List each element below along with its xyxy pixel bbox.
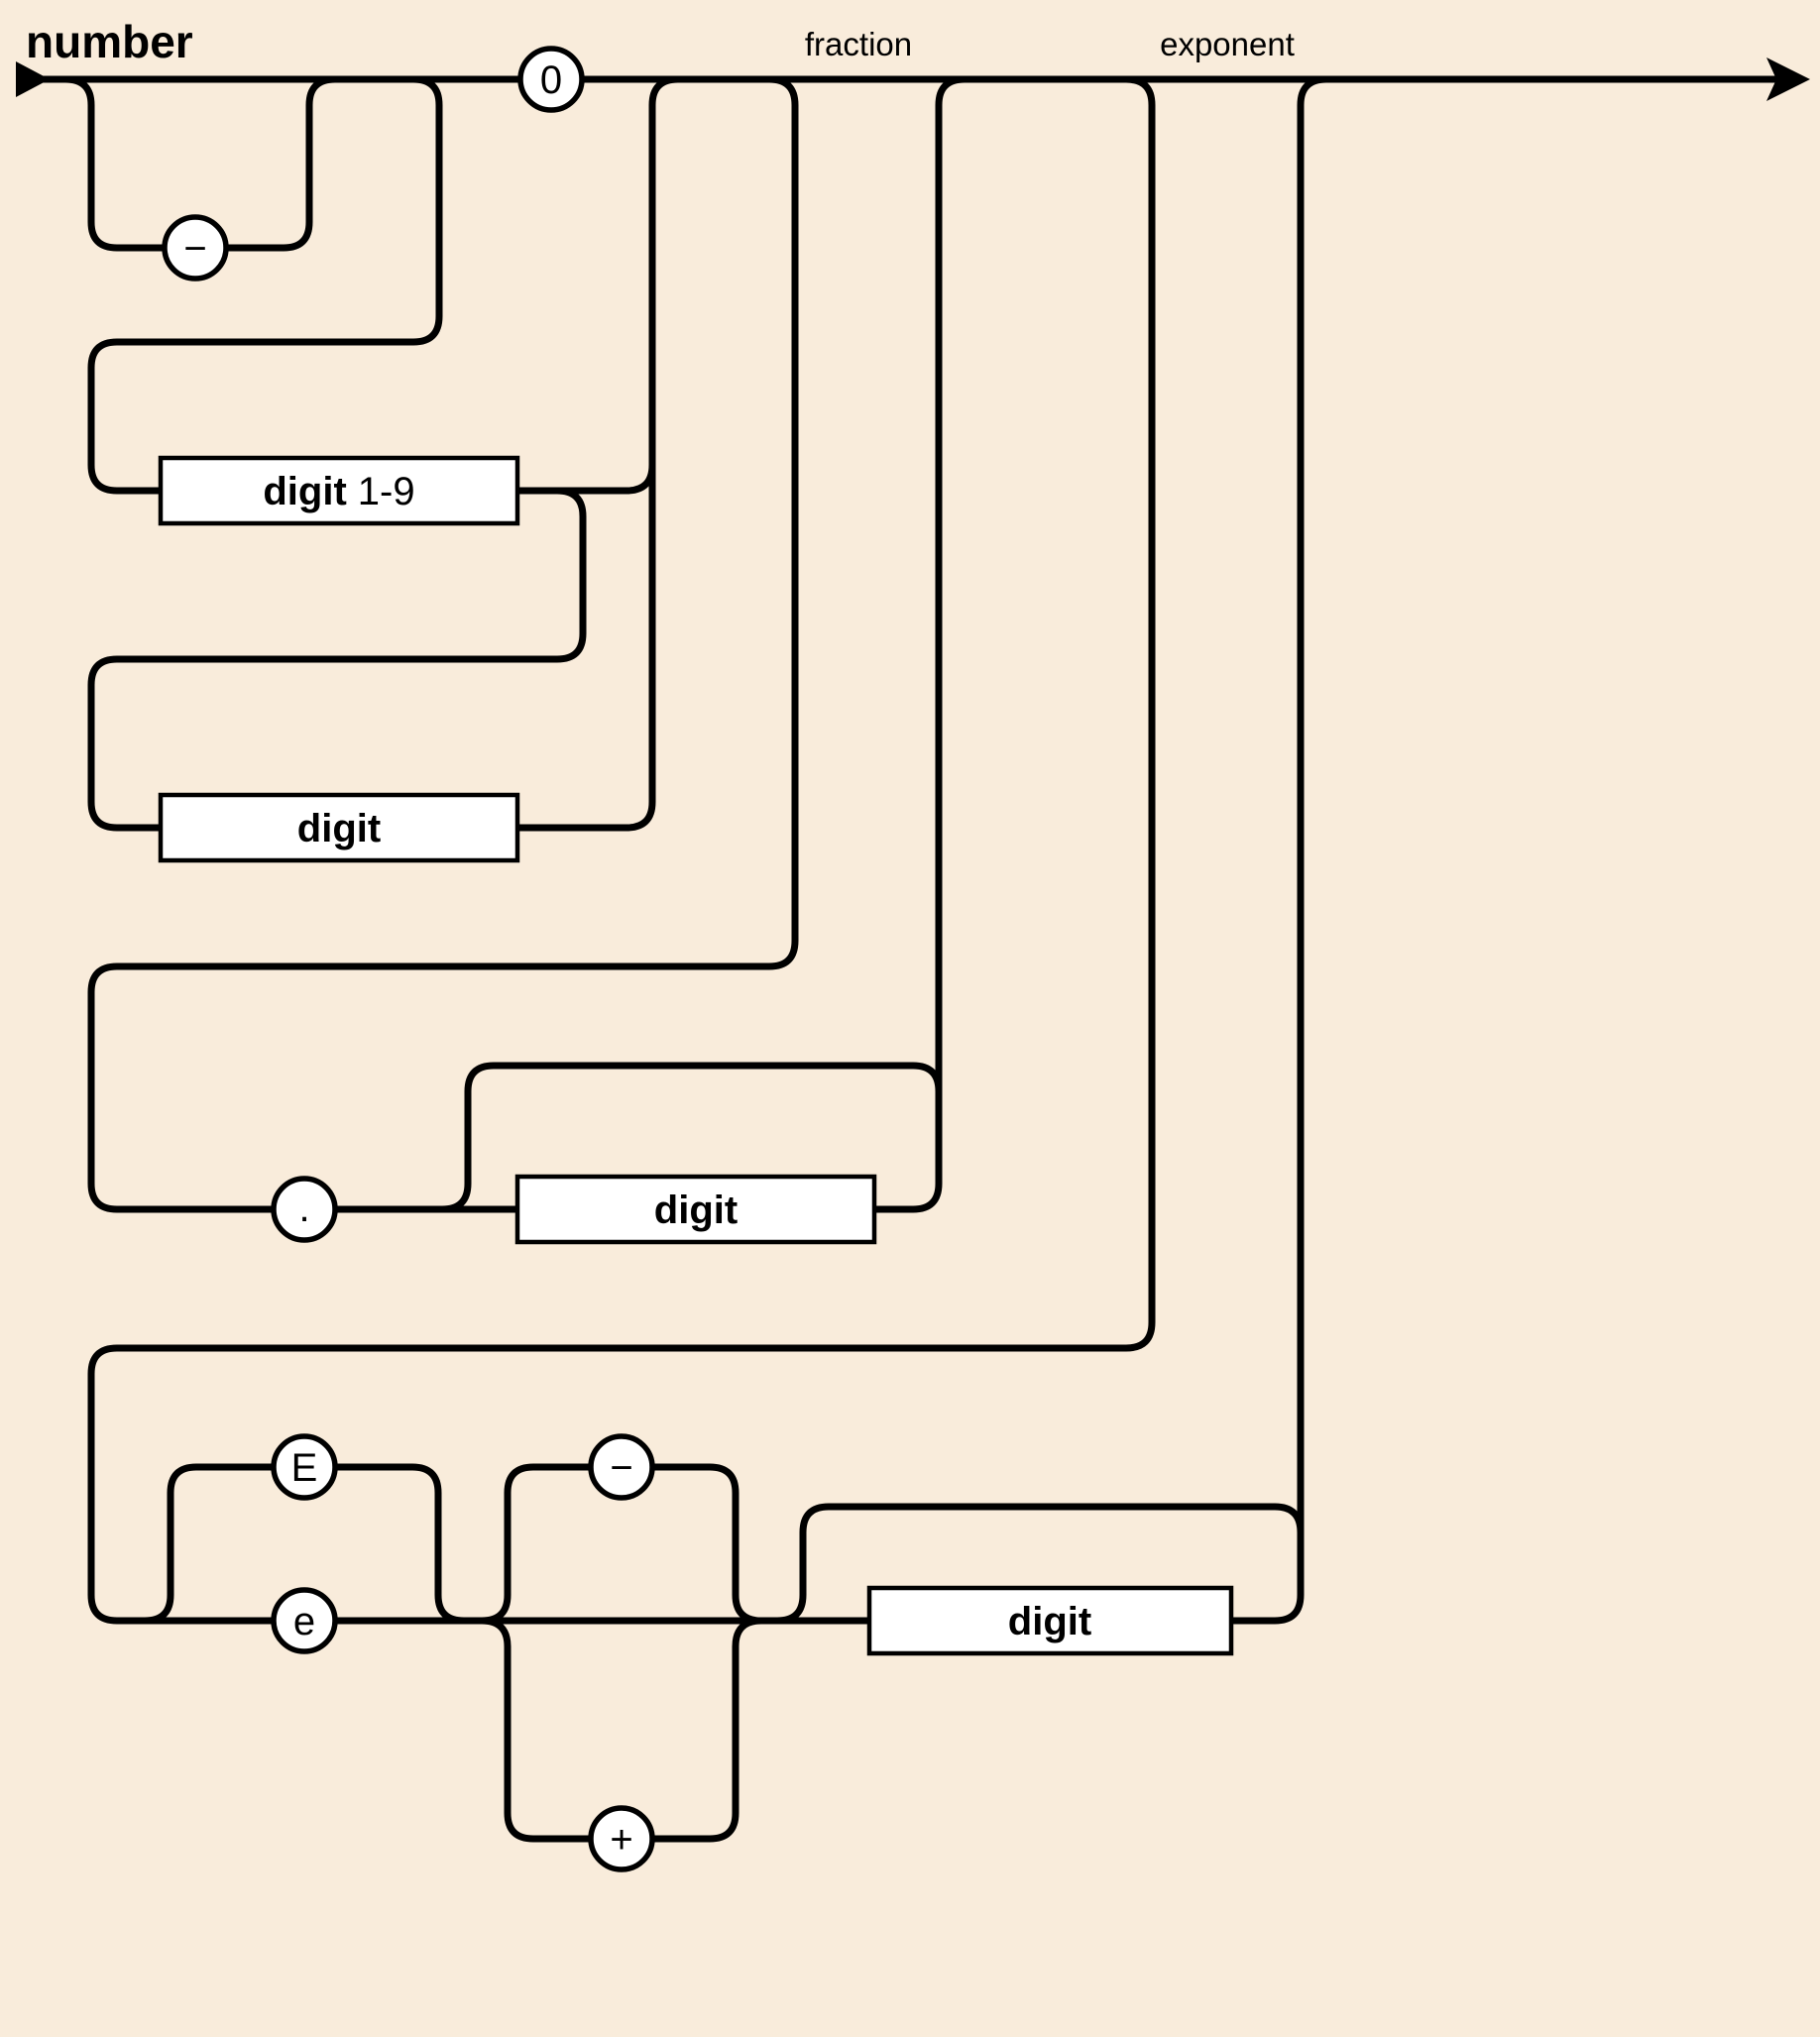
rail-digit-return: [517, 75, 679, 832]
terminal-upper-e-node: [271, 1433, 338, 1501]
terminal-exp-minus-node: [588, 1433, 655, 1501]
terminal-dot-node: [271, 1176, 338, 1243]
nonterminal-frac-digit-label: digit: [654, 1188, 738, 1232]
rail-fraction-return: [874, 75, 966, 1213]
rail-fraction-branch: [87, 75, 799, 1213]
nonterminal-exp-digit-label: digit: [1008, 1600, 1091, 1643]
terminal-zero-label: 0: [540, 58, 562, 102]
nonterminal-frac-digit-box: [514, 1174, 877, 1245]
digit19-word: digit: [263, 470, 346, 513]
terminal-zero-node: [517, 46, 585, 113]
terminal-minus-label: −: [183, 227, 206, 271]
rail-exponent-loop: [776, 1503, 1305, 1625]
section-label-exponent: exponent: [1160, 26, 1295, 62]
terminal-exp-plus-label: +: [610, 1818, 632, 1862]
nonterminal-int-digit-box: [158, 792, 520, 863]
rail-digit-loop: [87, 487, 587, 832]
rail-digit19-return: [517, 464, 656, 495]
nonterminal-int-digit-label: digit: [297, 807, 381, 850]
nonterminal-exp-digit-box: [866, 1585, 1234, 1656]
terminal-minus-node: [162, 214, 229, 282]
end-arrowhead-icon: [1766, 57, 1810, 101]
rail-digit19-branch: [87, 75, 517, 495]
nonterminal-digit-1-9-box: [158, 455, 520, 526]
diagram-title: number: [26, 16, 193, 67]
rail-exponent-return: [1231, 75, 1327, 1625]
nonterminal-digit-1-9-label: digit 1-9: [263, 470, 414, 513]
terminal-lower-e-node: [271, 1587, 338, 1654]
start-arrowhead-icon: [16, 61, 50, 97]
terminal-upper-e-label: E: [291, 1446, 318, 1490]
terminal-exp-plus-node: [588, 1805, 655, 1872]
digit19-range: 1-9: [358, 470, 415, 513]
terminal-dot-label: .: [298, 1187, 309, 1230]
terminal-lower-e-label: e: [293, 1600, 315, 1643]
rail-exponent-branch: [87, 75, 1156, 1625]
section-label-fraction: fraction: [805, 26, 912, 62]
terminal-exp-minus-label: −: [610, 1446, 632, 1490]
rail-fraction-loop: [441, 1062, 943, 1213]
